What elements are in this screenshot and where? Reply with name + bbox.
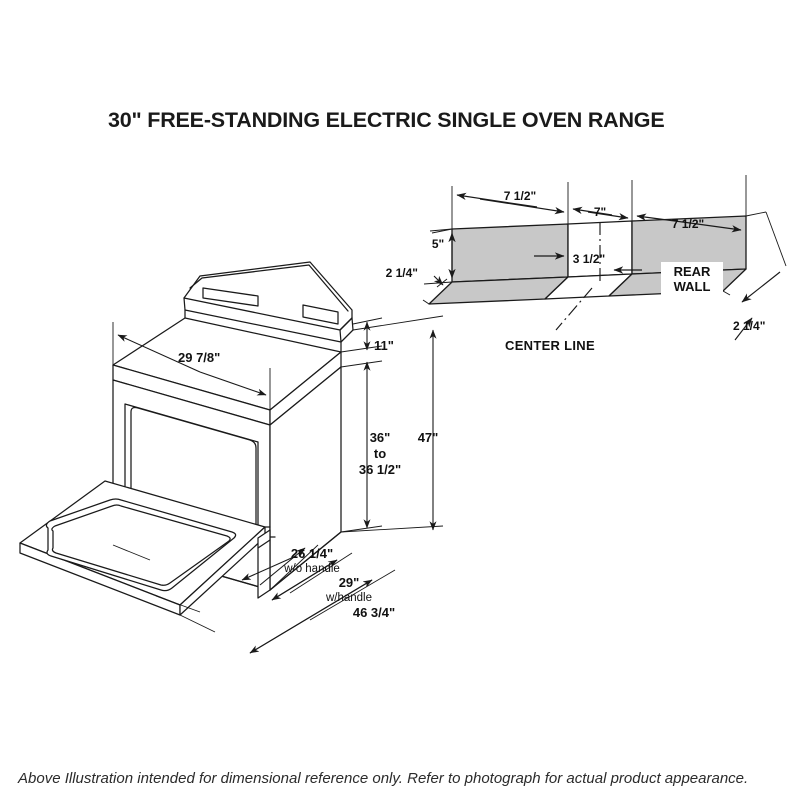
rear-wall-label-line1: REAR [674,264,711,279]
rear-wall-label-box [661,262,723,296]
range-backguard [183,261,354,353]
footer-disclaimer: Above Illustration intended for dimensio… [18,770,749,787]
page-title: 30" FREE-STANDING ELECTRIC SINGLE OVEN R… [108,108,665,132]
dim-left-depth: 2 1/4" [386,266,418,280]
dim-center-span: 7" [594,205,606,219]
dim-right-depth: 2 1/4" [733,319,765,333]
oven-door-open [19,480,276,616]
dim-left-span: 7 1/2" [504,189,536,203]
dim-depth-door-open: 46 3/4" [353,605,395,620]
range-dimension-lines [112,315,444,654]
dim-depth-with-handle-note: w/handle [325,592,372,604]
dim-depth-no-handle-note: w/o handle [283,563,340,575]
dim-wall-height: 5" [432,237,444,251]
rear-wall-panel-left [451,223,569,283]
rear-wall-label-line2: WALL [674,279,711,294]
rear-wall-ledge-left [428,276,569,305]
center-line-marker [555,222,601,331]
dim-overall-height: 47" [418,430,439,445]
dim-depth-no-handle-value: 26 1/4" [291,546,333,561]
dim-cooktop-height-line2: to [374,446,386,461]
dim-right-span: 7 1/2" [672,217,704,231]
range-cooktop-surface [112,317,342,426]
center-line-label: CENTER LINE [505,338,595,353]
dim-cooktop-height-line1: 36" [370,430,391,445]
range-lower-right-panel [257,529,271,599]
dim-cooktop-height-line3: 36 1/2" [359,462,401,477]
dim-depth-with-handle-value: 29" [339,575,360,590]
range-dimension-labels: 29 7/8" 11" 36" to 36 1/2" 47" 26 1/4" w… [178,338,438,620]
dim-width: 29 7/8" [178,350,220,365]
rear-wall-drawing: REAR WALL CENTER LINE 7 1/2" 7" 7 1/2" 5… [386,175,787,353]
dim-ledge-depth: 3 1/2" [573,252,605,266]
dim-backguard-height: 11" [374,338,394,353]
